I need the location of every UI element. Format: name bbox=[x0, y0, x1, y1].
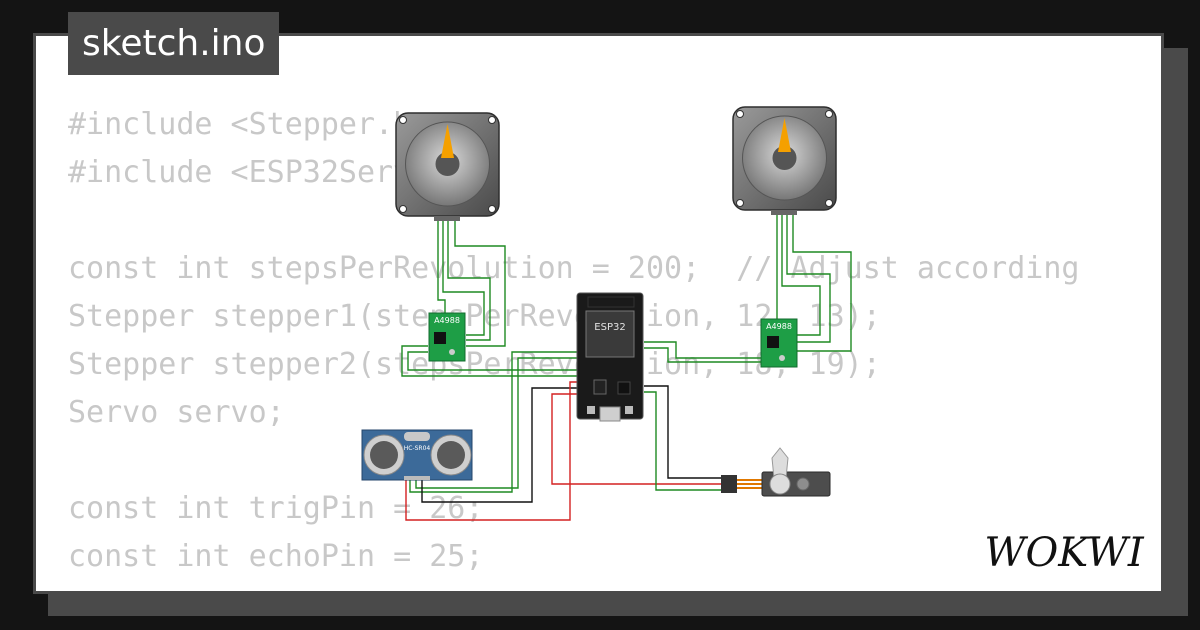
servo-motor bbox=[721, 447, 831, 497]
wires bbox=[401, 212, 852, 521]
wire bbox=[644, 385, 722, 479]
wire bbox=[405, 381, 578, 521]
wire bbox=[781, 212, 821, 336]
wire bbox=[437, 218, 446, 314]
wire bbox=[421, 387, 578, 503]
wire bbox=[401, 345, 578, 377]
code-line: const int echoPin = 25; bbox=[68, 539, 484, 571]
sketch-filename-title: sketch.ino bbox=[68, 12, 280, 75]
stepper-motor-1 bbox=[395, 112, 500, 221]
wire bbox=[786, 212, 831, 343]
mcu-label: ESP32 bbox=[594, 322, 625, 333]
wire bbox=[551, 393, 722, 485]
wire bbox=[644, 341, 762, 359]
code-line: Servo servo; bbox=[68, 395, 285, 430]
sensor-label: HC-SR04 bbox=[404, 445, 431, 452]
wire bbox=[415, 357, 578, 489]
brand-text: WOKWI bbox=[984, 530, 1144, 576]
stepper-motor-2 bbox=[732, 106, 837, 215]
code-line: const int stepsPerRevolution = 200; // A… bbox=[68, 251, 1080, 286]
wire bbox=[442, 218, 485, 336]
driver-label: A4988 bbox=[766, 322, 792, 331]
code-line: const int trigPin = 26; bbox=[68, 491, 484, 526]
wire bbox=[644, 347, 762, 363]
wire bbox=[407, 351, 578, 371]
driver-label: A4988 bbox=[434, 316, 460, 325]
a4988-driver-1: A4988 bbox=[428, 312, 466, 362]
wire bbox=[792, 212, 852, 352]
wire bbox=[409, 351, 578, 493]
wire bbox=[644, 391, 722, 491]
hc-sr04-sensor: HC-SR04 bbox=[361, 429, 473, 481]
a4988-driver-2: A4988 bbox=[760, 318, 798, 368]
esp32-board: ESP32 bbox=[576, 292, 644, 422]
wokwi-logo: WOKWI bbox=[984, 530, 1144, 576]
wire bbox=[454, 218, 506, 347]
wire bbox=[447, 218, 491, 341]
